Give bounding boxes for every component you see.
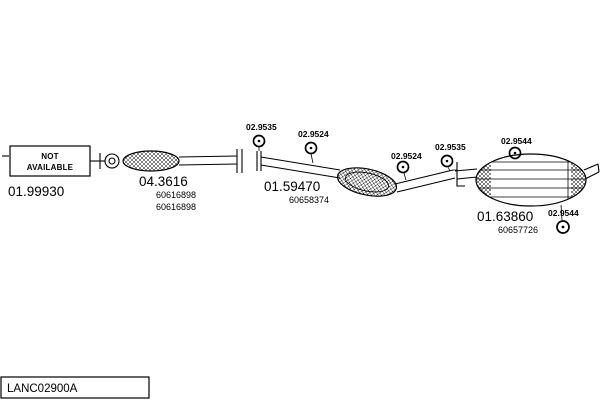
mid-pipe <box>260 156 341 179</box>
gasket-label-3: 02.9524 <box>391 151 422 161</box>
gasket-6 <box>556 204 570 234</box>
catalyst-assembly <box>104 149 243 173</box>
pipe-bottom <box>260 164 341 179</box>
gasket-5 <box>508 146 522 160</box>
gasket-3 <box>396 160 410 181</box>
gasket-label-1: 02.9535 <box>246 122 277 132</box>
drawing-code-text: LANC02900A <box>7 383 78 395</box>
part-code-front-pipe: 01.99930 <box>8 184 64 199</box>
leader-line <box>447 166 451 172</box>
gasket-label-4: 02.9535 <box>435 142 466 152</box>
pipe-bottom <box>396 177 456 193</box>
drawing-code-box: LANC02900A <box>0 376 150 399</box>
part-code-mid-muffler: 01.59470 <box>264 179 320 194</box>
pipe-top <box>178 155 238 158</box>
joint-flange-1 <box>256 151 262 171</box>
gasket-1 <box>252 134 266 151</box>
gasket-4 <box>440 154 454 172</box>
part-code-catalyst: 04.3616 <box>139 174 188 189</box>
end-cap-hatch-left <box>476 154 491 206</box>
leader-line <box>403 172 407 181</box>
gasket-ring-icon <box>508 146 522 160</box>
part-ref-catalyst-1: 60616898 <box>156 190 196 200</box>
leader-line <box>310 153 314 164</box>
gasket-2 <box>304 141 318 164</box>
hanger-bracket <box>453 162 465 187</box>
inlet-bottom <box>456 176 478 180</box>
rear-muffler-assembly <box>454 153 600 207</box>
gasket-label-5: 02.9544 <box>501 136 532 146</box>
tailpipe-bottom <box>584 171 600 180</box>
resonator-body <box>122 150 180 172</box>
gasket-label-2: 02.9524 <box>298 129 329 139</box>
leader-line <box>560 204 563 221</box>
not-available-line2: AVAILABLE <box>27 163 74 172</box>
part-ref-mid-muffler: 60658374 <box>289 195 329 205</box>
part-ref-catalyst-2: 60616898 <box>156 202 196 212</box>
pipe-top <box>260 156 341 171</box>
pipe-bottom <box>178 163 238 166</box>
gasket-ring-dot <box>561 225 565 229</box>
gasket-ring-dot <box>257 139 261 143</box>
clamp-outer <box>104 153 120 169</box>
end-cap-hatch-right <box>571 154 586 206</box>
pipe-top <box>394 169 454 185</box>
gasket-label-6: 02.9544 <box>548 208 579 218</box>
not-available-assembly: NOT AVAILABLE <box>9 145 105 177</box>
tailpipe-top <box>583 163 599 171</box>
bracket-shape <box>456 162 465 187</box>
mid-muffler-rotated <box>336 167 398 197</box>
gasket-ring-icon <box>304 141 318 155</box>
gasket-ring-dot <box>513 151 517 155</box>
not-available-line1: NOT <box>41 152 59 161</box>
mid-muffler-inner <box>344 171 390 193</box>
clamp-inner <box>108 157 116 165</box>
gasket-ring-icon <box>440 154 454 168</box>
inlet-top <box>454 168 478 172</box>
mid-muffler-body <box>336 167 398 197</box>
tailpipe-end <box>597 163 600 173</box>
drawing-code-frame <box>0 376 150 399</box>
gasket-ring-dot <box>401 165 405 169</box>
part-code-rear-muffler: 01.63860 <box>477 209 533 224</box>
mid-muffler-assembly <box>336 167 456 197</box>
gasket-ring-icon <box>252 134 266 148</box>
gasket-ring-icon <box>396 160 410 174</box>
gasket-ring-dot <box>309 146 313 150</box>
gasket-ring-dot <box>445 159 449 163</box>
part-ref-rear-muffler: 60657726 <box>498 225 538 235</box>
gasket-ring-icon <box>556 220 570 234</box>
